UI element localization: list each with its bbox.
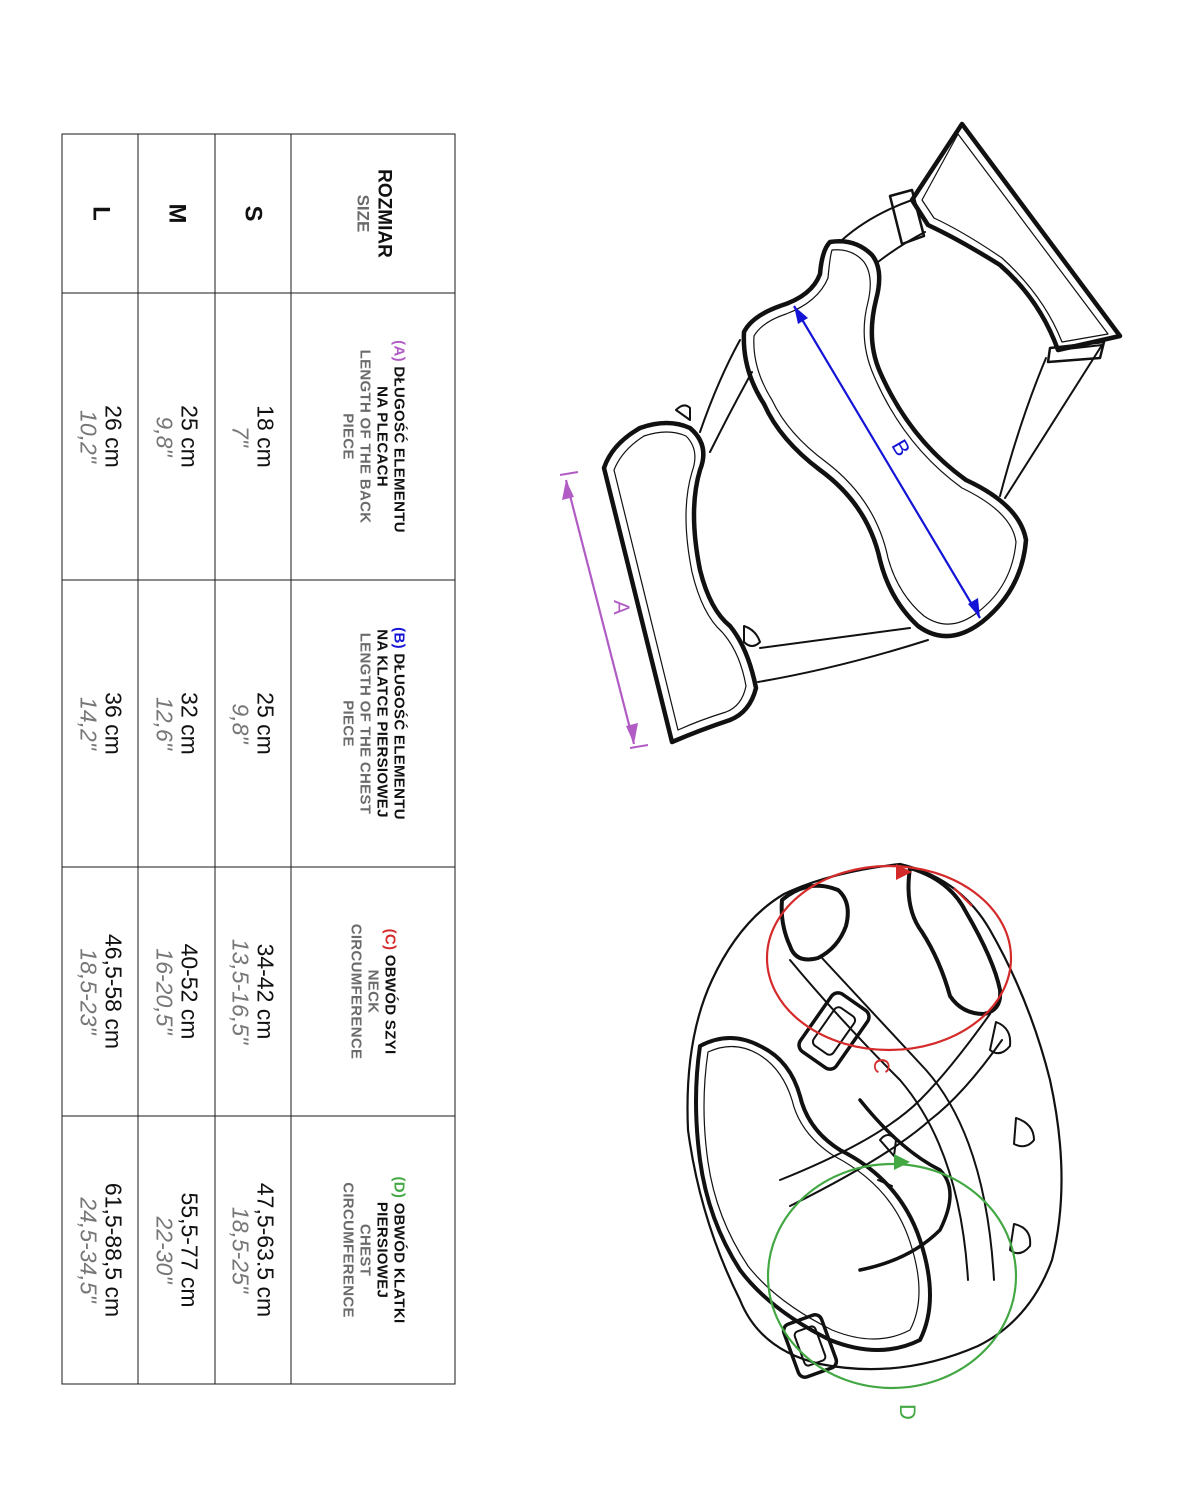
neck-strap-right — [1004, 344, 1103, 499]
neck-buckle — [797, 991, 871, 1071]
label-c: C — [869, 1058, 894, 1074]
label-a: A — [609, 600, 634, 615]
neck-pad — [909, 121, 1123, 353]
label-b: B — [887, 435, 916, 460]
chest-piece — [741, 239, 1029, 639]
neck-strap-left — [841, 199, 913, 241]
measure-c: C — [765, 864, 1013, 1074]
back-piece — [601, 420, 759, 745]
worn-back-piece — [694, 1036, 932, 1352]
harness-worn-drawing — [686, 862, 1063, 1379]
harness-flat-drawing — [601, 121, 1123, 745]
worn-neck-pad — [779, 883, 850, 962]
measure-b: B — [793, 305, 981, 619]
measure-a: A — [559, 471, 649, 749]
label-d: D — [895, 1404, 920, 1420]
measure-d: D — [766, 1154, 1018, 1420]
harness-outline — [686, 862, 1063, 1371]
chest-buckle — [781, 1313, 839, 1379]
